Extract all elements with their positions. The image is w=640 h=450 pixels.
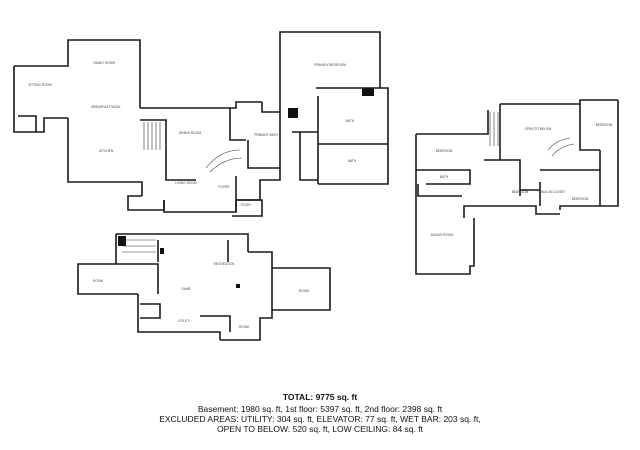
svg-text:BATH: BATH (440, 175, 449, 179)
excluded-areas: EXCLUDED AREAS: UTILITY: 304 sq. ft, ELE… (159, 414, 481, 424)
svg-text:BEDROOM: BEDROOM (512, 190, 529, 194)
svg-text:RECREATION: RECREATION (214, 262, 235, 266)
second-floor-plan: OPEN TO BELOW BEDROOM BEDROOM BATH BONUS… (415, 99, 619, 275)
svg-text:BATH: BATH (346, 119, 355, 123)
svg-text:BATH: BATH (348, 159, 357, 163)
svg-text:ROOM: ROOM (93, 279, 103, 283)
svg-text:UTILITY: UTILITY (178, 319, 191, 323)
svg-text:GAME: GAME (181, 287, 190, 291)
svg-text:PRIMARY BEDROOM: PRIMARY BEDROOM (314, 63, 346, 67)
svg-text:BREAKFAST NOOK: BREAKFAST NOOK (92, 105, 122, 109)
svg-text:PRIMARY BATH: PRIMARY BATH (254, 133, 278, 137)
basement-plan: ROOM GAME RECREATION ROOM UTILITY ROOM (77, 233, 331, 341)
svg-text:BONUS ROOM: BONUS ROOM (431, 233, 453, 237)
sitting-room-outline (14, 39, 141, 108)
svg-text:OPEN TO BELOW: OPEN TO BELOW (525, 127, 552, 131)
svg-text:FAMILY ROOM: FAMILY ROOM (93, 61, 115, 65)
svg-text:KITCHEN: KITCHEN (99, 149, 114, 153)
floor-areas: Basement: 1980 sq. ft, 1st floor: 5397 s… (197, 404, 443, 414)
svg-text:SITTING ROOM: SITTING ROOM (28, 83, 52, 87)
svg-text:BEDROOM: BEDROOM (436, 149, 453, 153)
svg-text:ROOM: ROOM (239, 325, 249, 329)
excluded-areas-continued: OPEN TO BELOW: 520 sq. ft, LOW CEILING: … (217, 424, 423, 434)
svg-text:BEDROOM: BEDROOM (596, 123, 613, 127)
total-area: TOTAL: 9775 sq. ft (282, 392, 358, 402)
svg-text:DINING ROOM: DINING ROOM (179, 131, 201, 135)
svg-text:LIVING ROOM: LIVING ROOM (175, 181, 197, 185)
svg-text:STUDY: STUDY (241, 203, 253, 207)
svg-text:BEDROOM: BEDROOM (572, 197, 589, 201)
svg-text:FOYER: FOYER (219, 185, 231, 189)
first-floor-plan: SITTING ROOM FAMILY ROOM BREAKFAST NOOK … (13, 31, 389, 217)
svg-text:WALK-IN CLOSET: WALK-IN CLOSET (539, 190, 566, 194)
svg-text:ROOM: ROOM (299, 289, 309, 293)
